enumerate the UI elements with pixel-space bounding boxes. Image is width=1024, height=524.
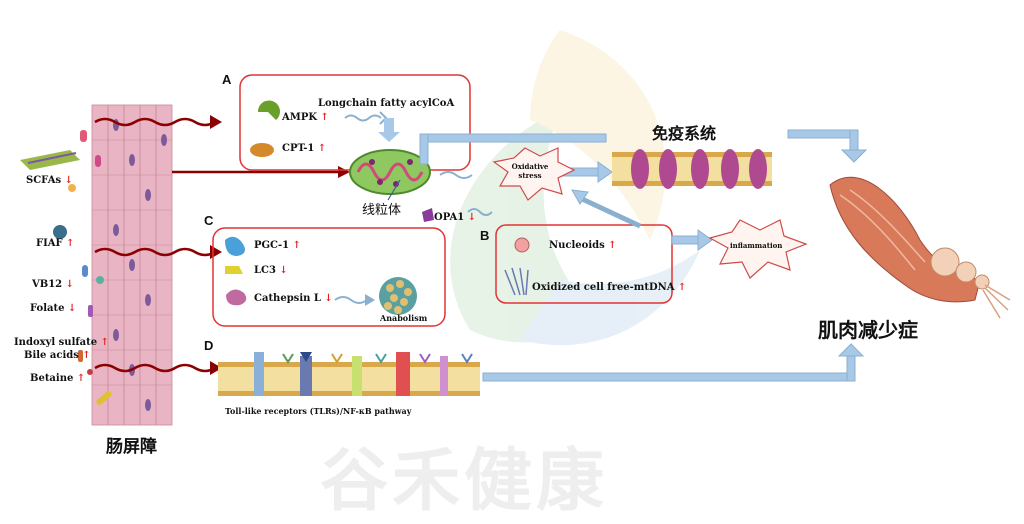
- gut-barrier-label: 肠屏障: [106, 437, 157, 457]
- panel-d-letter: D: [204, 338, 214, 353]
- gut-factor-scfas: SCFAs ↓: [26, 175, 73, 186]
- panel-a-item-cpt1: CPT-1 ↑: [282, 143, 327, 154]
- muscle-illustration: [829, 176, 1011, 319]
- gut-factor-fiaf: FIAF ↑: [36, 238, 75, 249]
- gut-signal-arrows: [94, 117, 340, 373]
- watermark-logo: [450, 30, 700, 346]
- panel-b-item-mtdna: Oxidized cell free-mtDNA ↑: [532, 282, 687, 293]
- diagram-graphics: [20, 30, 1011, 426]
- panel-a-letter: A: [222, 72, 232, 87]
- gut-barrier-epithelium: [91, 104, 173, 426]
- tlr-membrane: [218, 352, 480, 396]
- panel-c-frame: [212, 227, 446, 327]
- panel-a-substrate: Longchain fatty acylCoA: [318, 98, 455, 109]
- panel-c-item-lc3: LC3 ↓: [254, 265, 288, 276]
- immune-system-label: 免疫系统: [652, 124, 717, 143]
- panel-a-frame: [239, 74, 471, 171]
- diagram-stage: A B C D Longchain fatty acylCoA AMPK ↑ C…: [14, 30, 1011, 521]
- panel-b-letter: B: [480, 228, 490, 243]
- panel-b-item-nucleoids: Nucleoids ↑: [549, 240, 617, 251]
- gut-factor-vb12: VB12 ↓: [32, 279, 75, 290]
- mitochondria-label: 线粒体: [362, 203, 402, 218]
- sarcopenia-label: 肌肉减少症: [818, 318, 918, 342]
- gut-factor-indoxyl-sulfate: Indoxyl sulfate ↑: [14, 337, 109, 348]
- panel-c-letter: C: [204, 213, 214, 228]
- gut-microbes: [20, 130, 112, 405]
- gut-factor-betaine: Betaine ↑: [30, 373, 86, 384]
- oxidative-stress-label: Oxidative stress: [511, 162, 549, 180]
- mitochondrion: [349, 149, 431, 201]
- opa1-label: OPA1 ↓: [434, 212, 477, 223]
- process-arrows: [419, 129, 868, 382]
- panel-c-item-cathepsin: Cathepsin L ↓: [254, 293, 333, 304]
- panel-a-item-ampk: AMPK ↑: [282, 112, 329, 123]
- anabolism-cluster: [379, 277, 417, 315]
- oxidative-stress-burst: [492, 147, 576, 201]
- gut-factor-folate: Folate ↓: [30, 303, 77, 314]
- inflammation-label: inflammation: [730, 241, 783, 250]
- gut-factor-bile-acids: Bile acids ↑: [24, 350, 91, 361]
- immune-membrane: [612, 149, 772, 189]
- panel-c-item-pgc1: PGC-1 ↑: [254, 240, 302, 251]
- panel-b-frame: [495, 224, 673, 304]
- anabolism-label: Anabolism: [380, 313, 428, 323]
- tlr-pathway-caption: Toll-like receptors (TLRs)/NF-κB pathway: [225, 406, 412, 416]
- inflammation-burst: [708, 219, 808, 279]
- watermark-text: 谷禾健康: [320, 442, 609, 521]
